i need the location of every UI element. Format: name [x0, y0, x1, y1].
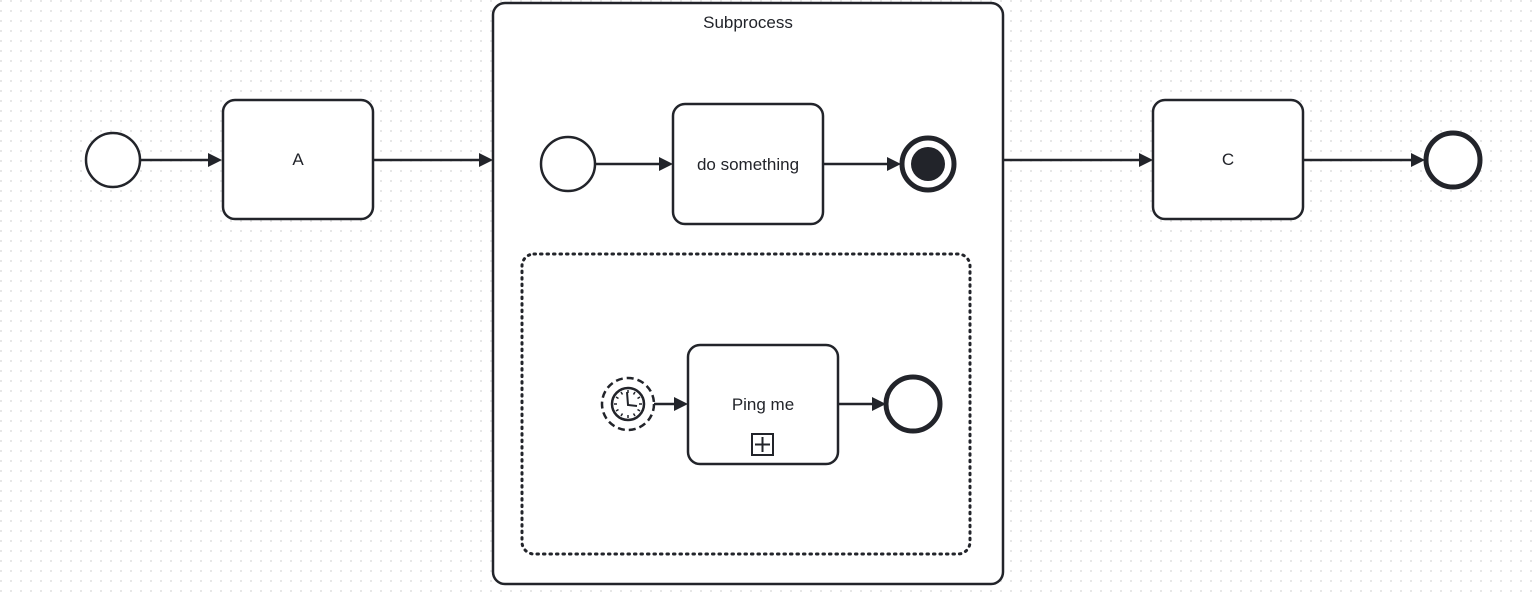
subprocess[interactable]: Subprocess: [491, 1, 1005, 586]
sequence-flow-timer-to-ping[interactable]: [654, 397, 688, 411]
sequence-flow-inner-start-to-task[interactable]: [596, 157, 673, 171]
task-do-something[interactable]: do something: [671, 102, 825, 226]
sequence-flow-a-to-subprocess[interactable]: [373, 153, 493, 167]
subprocess-title: Subprocess: [703, 13, 793, 32]
timer-start-event[interactable]: [600, 376, 656, 432]
task-ping-me[interactable]: Ping me: [686, 343, 840, 466]
subprocess-start-event[interactable]: [539, 135, 597, 193]
event-subprocess[interactable]: [520, 252, 972, 556]
clock-icon: [610, 386, 646, 422]
terminate-end-event[interactable]: [899, 135, 957, 193]
end-event[interactable]: [1423, 130, 1483, 190]
task-c[interactable]: C: [1151, 98, 1305, 221]
sequence-flow-subprocess-to-c[interactable]: [1003, 153, 1153, 167]
sequence-flow-ping-to-end[interactable]: [838, 397, 886, 411]
task-a-label: A: [292, 150, 304, 169]
expand-marker-icon[interactable]: [751, 433, 774, 456]
event-subprocess-end-event[interactable]: [883, 374, 943, 434]
sequence-flow-task-to-terminate-end[interactable]: [823, 157, 901, 171]
task-ping-me-label: Ping me: [732, 395, 794, 414]
task-a[interactable]: A: [221, 98, 375, 221]
sequence-flow-start-to-a[interactable]: [141, 153, 222, 167]
task-c-label: C: [1222, 150, 1234, 169]
start-event[interactable]: [84, 131, 142, 189]
task-do-something-label: do something: [697, 155, 799, 174]
sequence-flow-c-to-end[interactable]: [1303, 153, 1425, 167]
